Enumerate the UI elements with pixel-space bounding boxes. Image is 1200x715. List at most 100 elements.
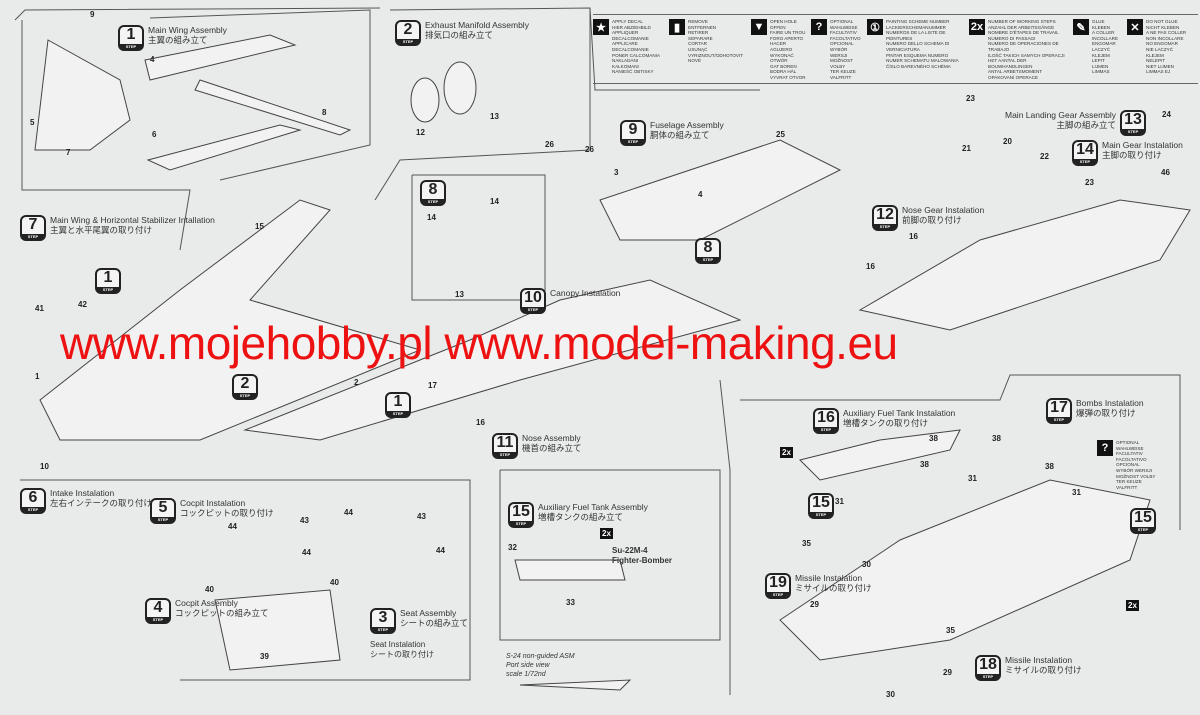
step-title-en: Main Gear Instalation bbox=[1102, 140, 1183, 150]
part-number-label: 3 bbox=[614, 168, 619, 177]
step-title: Main Wing & Horizontal Stabilizer Intall… bbox=[50, 215, 215, 235]
step-number: 18 bbox=[979, 656, 997, 673]
part-number-label: 44 bbox=[344, 508, 353, 517]
legend-text: DO NOT GLUE NICHT KLEBEN A NE PAS COLLER… bbox=[1146, 19, 1187, 75]
part-number-label: 7 bbox=[66, 148, 71, 157]
step-label: STEP bbox=[147, 617, 169, 622]
step-title-en: Intake Instalation bbox=[50, 488, 115, 498]
step-title-jp: 主翼と水平尾翼の取り付け bbox=[50, 225, 153, 235]
step-label: STEP bbox=[815, 427, 837, 432]
part-number-label: 2 bbox=[354, 378, 359, 387]
step-label: STEP bbox=[810, 512, 832, 517]
part-number-label: 38 bbox=[920, 460, 929, 469]
step-label: STEP bbox=[22, 234, 44, 239]
seat-instalation-caption: Seat Instalation シートの取り付け bbox=[370, 640, 434, 660]
step-label: STEP bbox=[494, 452, 516, 457]
remove-icon: ▮ bbox=[669, 19, 685, 35]
step-number: 12 bbox=[876, 206, 894, 223]
step-number: 16 bbox=[817, 409, 835, 426]
step-label: STEP bbox=[1132, 527, 1154, 532]
step-label: STEP bbox=[1122, 129, 1145, 134]
part-number-label: 23 bbox=[1085, 178, 1094, 187]
part-number-label: 4 bbox=[150, 55, 155, 64]
optional-icon: ? bbox=[1097, 440, 1113, 456]
part-number-label: 29 bbox=[943, 668, 952, 677]
part-number-label: 38 bbox=[1045, 462, 1054, 471]
step-title-jp: ミサイルの取り付け bbox=[1005, 665, 1082, 675]
step-title-jp: 機首の組み立て bbox=[522, 443, 582, 453]
step-title-en: Missile Instalation bbox=[1005, 655, 1073, 665]
part-number-label: 4 bbox=[698, 190, 703, 199]
legend-text: NUMBER OF WORKING STEPS ANZAHL DER ARBEI… bbox=[988, 19, 1065, 80]
part-number-label: 10 bbox=[40, 462, 49, 471]
legend-text: REMOVE ENTFERNEN RETIRER SEPARARE CORTAR… bbox=[688, 19, 743, 64]
legend-text: PAINTING SCHEME NUMBER LACKIERSCHEMANUMM… bbox=[886, 19, 959, 69]
step-label: STEP bbox=[767, 592, 789, 597]
step-number: 15 bbox=[812, 494, 830, 511]
part-number-label: 24 bbox=[1162, 110, 1171, 119]
step-title-jp: 胴体の組み立て bbox=[650, 130, 710, 140]
step-number: 10 bbox=[524, 289, 542, 306]
asm-caption-line: S-24 non-guided ASM bbox=[506, 653, 575, 660]
legend-item-optional: ?OPTIONAL WAHLWEISE FACULTATIV FACOLTATI… bbox=[811, 19, 863, 83]
step-title-en: Auxiliary Fuel Tank Instalation bbox=[843, 408, 956, 418]
step-title-en: Main Landing Gear Assembly bbox=[1005, 110, 1117, 120]
step-title-en: Missile Instalation bbox=[795, 573, 863, 583]
step-number: 8 bbox=[703, 239, 713, 256]
step-title: Canopy Instalation bbox=[550, 288, 620, 298]
legend-text: APPLY DECAL HIER ABZIEHBILD APPLIQUER DE… bbox=[612, 19, 660, 75]
two-x-badge: 2x bbox=[1126, 600, 1139, 611]
step-title-en: Nose Assembly bbox=[522, 433, 581, 443]
aircraft-name: Su-22M-4 bbox=[612, 546, 648, 555]
caption-en: Seat Instalation bbox=[370, 640, 426, 649]
part-number-label: 40 bbox=[205, 585, 214, 594]
step-title-jp: 主脚の組み立て bbox=[1056, 120, 1117, 130]
step-label: STEP bbox=[152, 517, 174, 522]
part-number-label: 32 bbox=[508, 543, 517, 552]
star-icon: ★ bbox=[593, 19, 609, 35]
step-label: STEP bbox=[874, 224, 896, 229]
part-number-label: 42 bbox=[78, 300, 87, 309]
asm-caption-line: Port side view bbox=[506, 662, 550, 669]
step-title-en: Canopy Instalation bbox=[550, 288, 621, 298]
part-number-label: 20 bbox=[1003, 137, 1012, 146]
step-label: STEP bbox=[1048, 417, 1070, 422]
watermark: www.mojehobby.pl www.model-making.eu bbox=[60, 317, 898, 369]
step-label: STEP bbox=[234, 393, 256, 398]
step-title-en: Main Wing Assembly bbox=[148, 25, 227, 35]
step-label: STEP bbox=[622, 139, 644, 144]
step-title-en: Exhaust Manifold Assembly bbox=[425, 20, 529, 30]
step-number: 2 bbox=[240, 375, 250, 392]
step-title-en: Fuselage Assembly bbox=[650, 120, 724, 130]
part-number-label: 26 bbox=[545, 140, 554, 149]
part-number-label: 29 bbox=[810, 600, 819, 609]
step-title-jp: 爆弾の取り付け bbox=[1076, 408, 1136, 418]
step-title-en: Nose Gear Instalation bbox=[902, 205, 985, 215]
